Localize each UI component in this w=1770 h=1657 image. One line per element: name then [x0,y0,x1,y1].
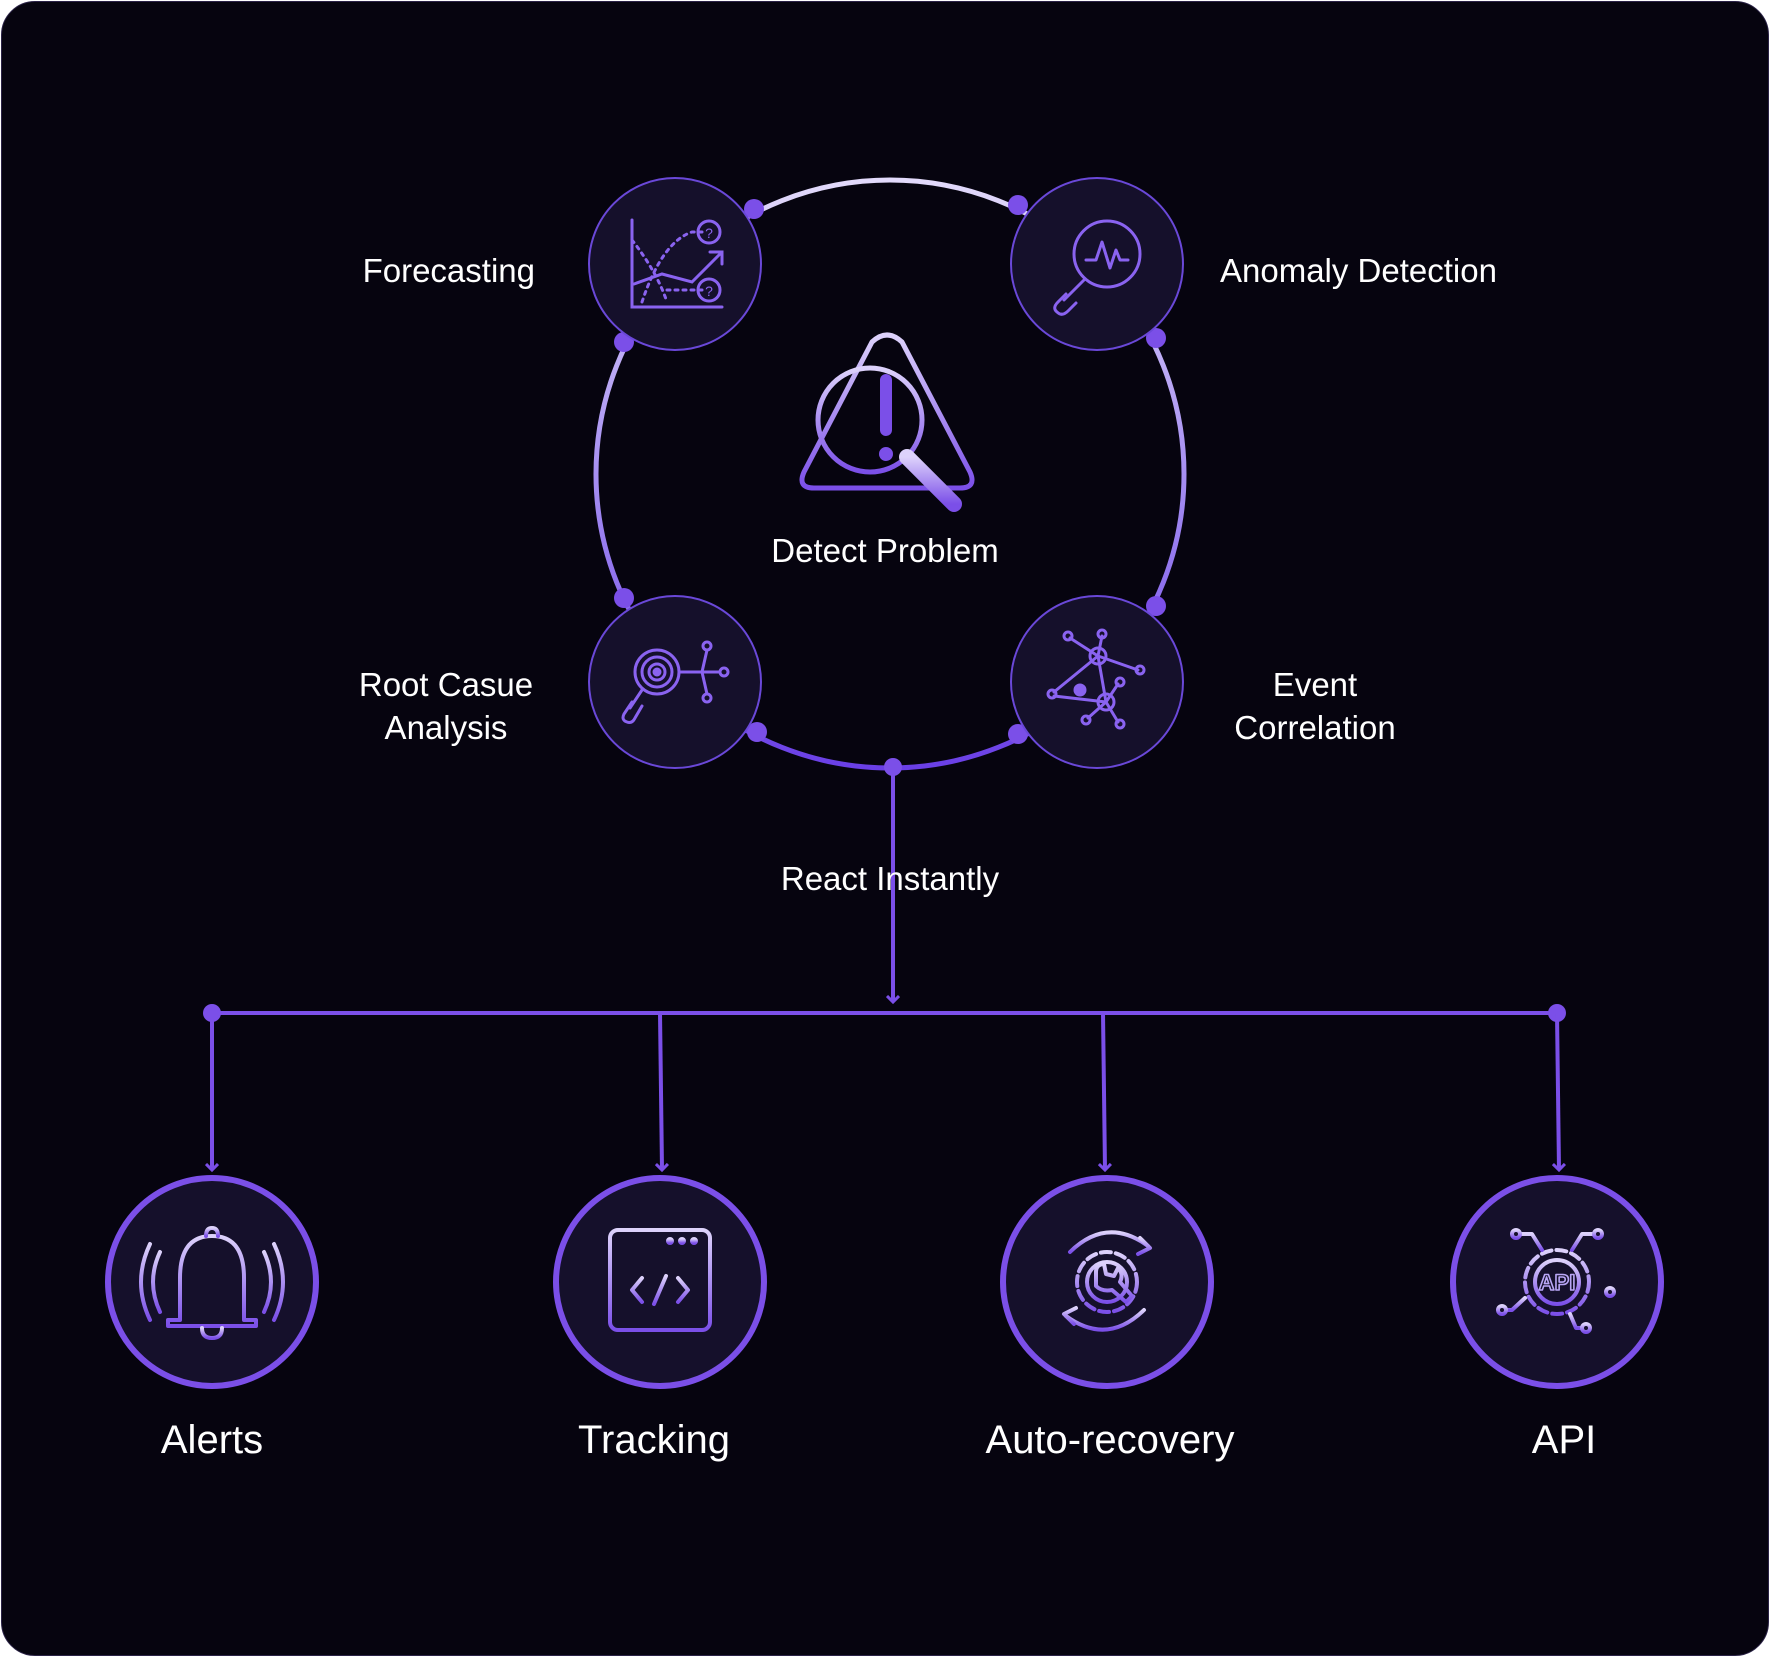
svg-text:?: ? [705,283,713,299]
svg-text:?: ? [705,225,713,241]
output-node-tracking [553,1175,767,1389]
ring-dot [1146,596,1166,616]
code-window-icon [608,1228,712,1332]
ring-dot [1008,195,1028,215]
label-detect-problem: Detect Problem [771,532,999,569]
cycle-node-anomaly-detection [1010,177,1184,351]
bell-icon [139,1226,285,1340]
label-react-instantly: React Instantly [780,860,1000,897]
ring-dot [1008,724,1028,744]
cycle-node-forecasting: ? ? [588,177,762,351]
arrow-to-tracking [660,1012,662,1170]
api-chip-icon: API [1496,1228,1616,1334]
ring-dot [1146,328,1166,348]
label-root-cause-line2: Analysis [384,708,508,746]
label-forecasting: Forecasting [362,252,535,289]
label-root-cause-analysis: Root Casue Analysis [359,664,533,750]
event-network-icon [1046,628,1146,730]
ring-dot [747,722,767,742]
arrow-to-api [1557,1012,1559,1170]
cycle-node-root-cause-analysis [588,595,762,769]
output-node-auto-recovery [1000,1175,1214,1389]
output-node-api: API [1450,1175,1664,1389]
cycle-node-event-correlation [1010,595,1184,769]
anomaly-magnifier-icon [1053,219,1142,316]
forecast-chart-icon: ? ? [630,218,724,309]
label-tracking: Tracking [578,1418,730,1462]
ring-dot [614,588,634,608]
arrow-to-auto-recovery [1103,1012,1105,1170]
ring-dot [744,199,764,219]
label-api: API [1531,1418,1597,1462]
root-cause-target-icon [621,640,730,724]
gear-wrench-icon [1062,1230,1152,1332]
label-event-correlation-line1: Event [1272,666,1358,703]
label-auto-recovery: Auto-recovery [985,1418,1235,1462]
output-node-alerts [105,1175,319,1389]
label-event-correlation: Event Correlation [1234,664,1395,750]
label-anomaly-detection: Anomaly Detection [1220,252,1497,289]
output-arrows [212,1012,1559,1170]
warning-magnifier-icon [799,332,975,512]
label-event-correlation-line2: Correlation [1234,708,1396,746]
label-root-cause-line1: Root Casue [358,666,534,703]
label-alerts: Alerts [160,1418,264,1462]
svg-text:API: API [1539,1270,1576,1295]
